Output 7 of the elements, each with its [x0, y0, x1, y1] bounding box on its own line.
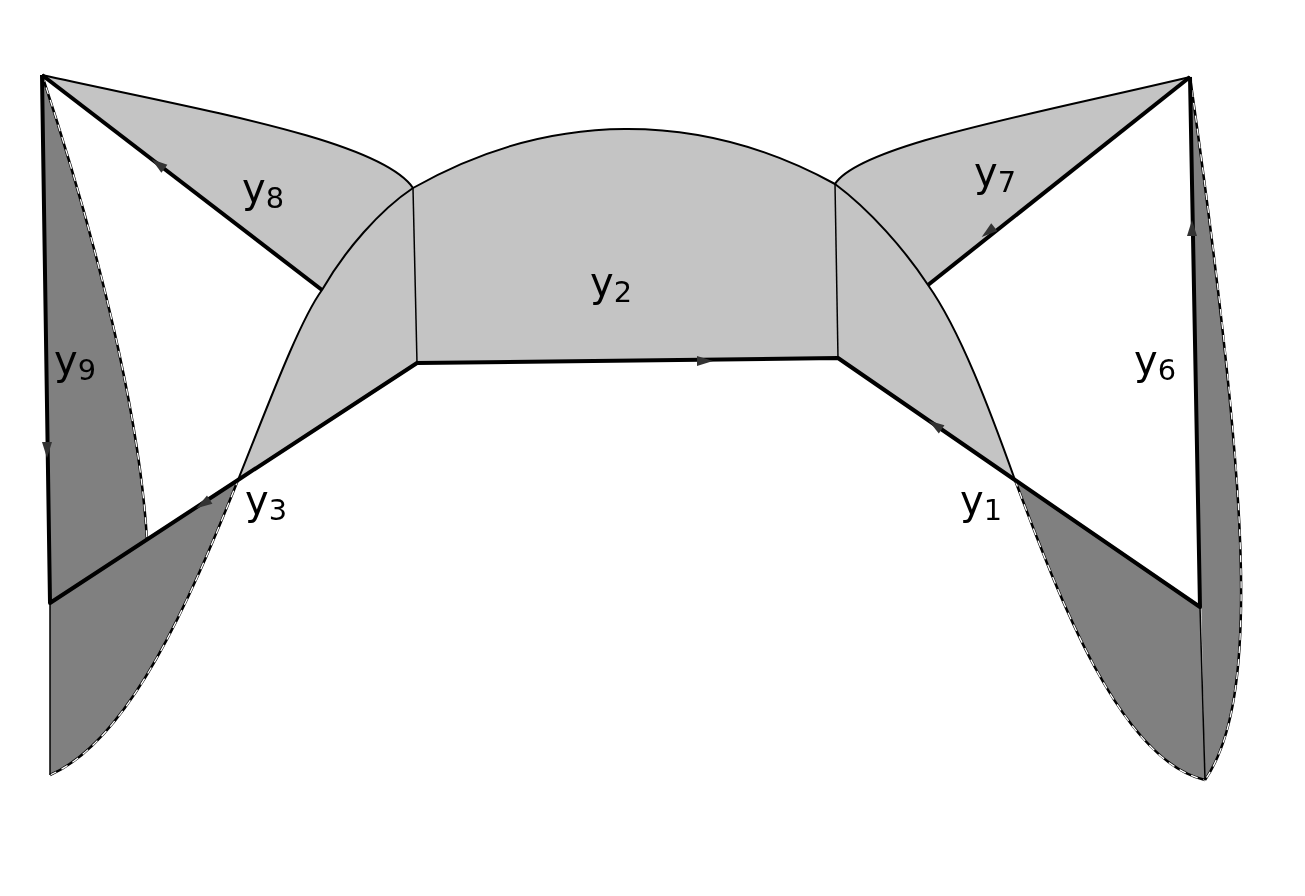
vertex-label: y$_{1}$ — [960, 480, 1002, 525]
vertex-label: y$_{7}$ — [974, 152, 1016, 197]
vertex-label: y$_{9}$ — [54, 340, 96, 385]
vertex-label: y$_{2}$ — [590, 262, 632, 307]
vertex-label: y$_{6}$ — [1134, 340, 1176, 385]
vertex-label: y$_{8}$ — [242, 168, 284, 213]
vertex-label: y$_{3}$ — [245, 480, 287, 525]
